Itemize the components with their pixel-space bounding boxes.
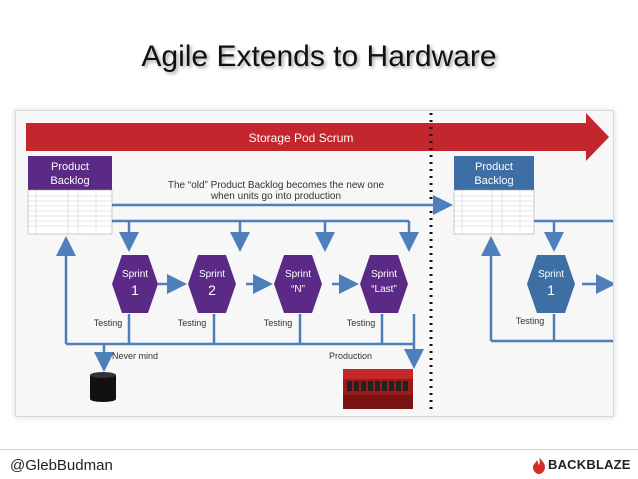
scrum-diagram: Storage Pod Scrum Product Backlog Produc… <box>15 110 614 417</box>
testing-label-2: Testing <box>178 318 207 328</box>
product-backlog-left-line2: Backlog <box>50 175 89 187</box>
trash-can-icon <box>90 372 116 402</box>
testing-label-1: Testing <box>94 318 123 328</box>
scrum-diagram-svg: Storage Pod Scrum Product Backlog Produc… <box>26 113 613 414</box>
flame-icon <box>533 456 545 474</box>
backblaze-logo: BACKBLAZE <box>528 456 633 476</box>
sprint-2-value: 2 <box>208 282 216 298</box>
sprint-1-label: Sprint <box>122 269 148 280</box>
product-backlog-right-header <box>454 156 534 190</box>
sprint-1-value: 1 <box>131 282 139 298</box>
footer-divider <box>0 449 638 450</box>
production-label: Production <box>329 351 372 361</box>
brand-name: BACKBLAZE <box>548 457 631 472</box>
sprint-2-label: Sprint <box>199 269 225 280</box>
never-mind-label: Never mind <box>112 351 158 361</box>
backlog-note-line1: The “old” Product Backlog becomes the ne… <box>168 180 385 191</box>
sprint-1: Sprint 1 <box>112 255 158 313</box>
banner-arrow <box>26 113 609 161</box>
sprint-n-label: Sprint <box>285 269 311 280</box>
sprint-last-value: “Last” <box>371 284 397 295</box>
sprint-n: Sprint “N” <box>274 255 322 313</box>
backlog-note-line2: when units go into production <box>210 191 341 202</box>
testing-label-right: Testing <box>516 316 545 326</box>
product-backlog-left-header <box>28 156 112 190</box>
slide-title: Agile Extends to Hardware <box>141 40 497 73</box>
product-backlog-left-line1: Product <box>51 161 89 173</box>
sprint-last-label: Sprint <box>371 269 397 280</box>
banner-label: Storage Pod Scrum <box>249 131 354 145</box>
sprint-right-value: 1 <box>547 282 555 298</box>
sprint-right-label: Sprint <box>538 269 564 280</box>
sprint-2: Sprint 2 <box>188 255 236 313</box>
product-backlog-right-table <box>453 189 535 235</box>
product-backlog-right-line1: Product <box>475 161 513 173</box>
sprint-n-value: “N” <box>291 284 305 295</box>
storage-pod-icon <box>343 369 413 409</box>
product-backlog-left-table <box>27 189 113 235</box>
sprint-last: Sprint “Last” <box>360 255 408 313</box>
testing-label-n: Testing <box>264 318 293 328</box>
product-backlog-right-line2: Backlog <box>474 175 513 187</box>
twitter-handle: @GlebBudman <box>10 457 113 474</box>
testing-label-last: Testing <box>347 318 376 328</box>
sprint-right-1: Sprint 1 <box>527 255 575 313</box>
